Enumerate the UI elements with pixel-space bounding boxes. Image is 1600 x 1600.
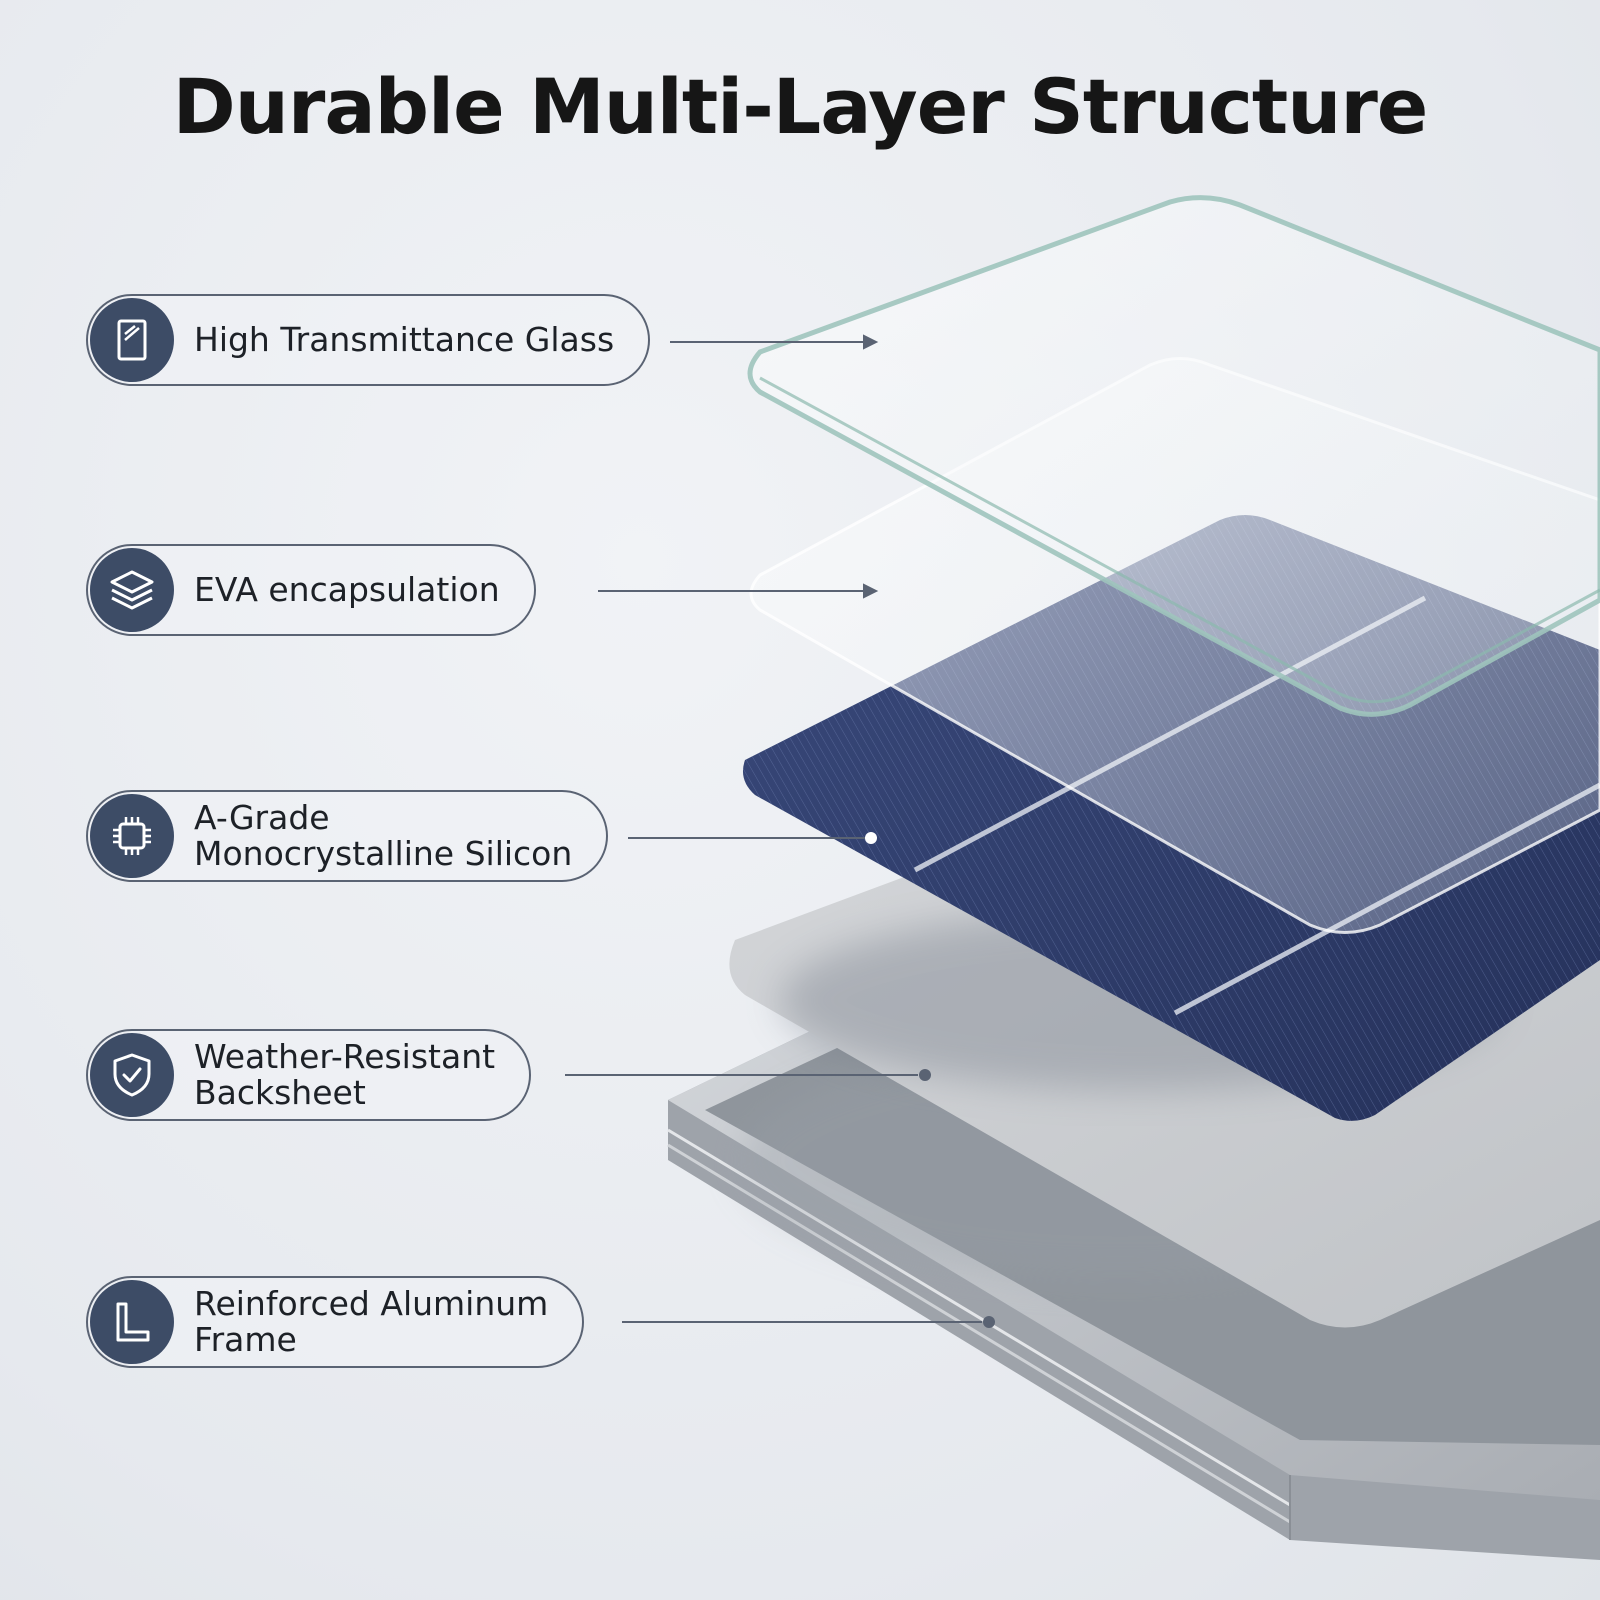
glass-layer: [747, 195, 1600, 717]
layer-label-text: High Transmittance Glass: [194, 320, 615, 359]
layer-label-text: Weather-Resistant Backsheet: [194, 1037, 496, 1112]
leader-dot-backsheet: [919, 1069, 931, 1081]
layer-label-silicon: A-Grade Monocrystalline Silicon: [86, 790, 609, 882]
leader-arrow-glass: [863, 334, 879, 350]
shield-check-icon: [90, 1033, 174, 1117]
layer-label-text: A-Grade Monocrystalline Silicon: [194, 798, 573, 873]
leader-dot-frame: [983, 1316, 995, 1328]
chip-icon: [90, 794, 174, 878]
layer-label-text: Reinforced Aluminum Frame: [194, 1284, 549, 1359]
layer-label-glass: High Transmittance Glass: [86, 294, 651, 386]
layer-label-backsheet: Weather-Resistant Backsheet: [86, 1029, 532, 1121]
page-title: Durable Multi-Layer Structure: [172, 62, 1429, 151]
glass-pane-icon: [90, 298, 174, 382]
layer-label-frame: Reinforced Aluminum Frame: [86, 1276, 585, 1368]
l-bracket-icon: [90, 1280, 174, 1364]
leader-dot-silicon: [865, 832, 877, 844]
leader-arrow-eva: [863, 583, 879, 599]
layer-label-text: EVA encapsulation: [194, 570, 500, 609]
stacked-layers-icon: [90, 548, 174, 632]
layer-label-eva: EVA encapsulation: [86, 544, 536, 636]
